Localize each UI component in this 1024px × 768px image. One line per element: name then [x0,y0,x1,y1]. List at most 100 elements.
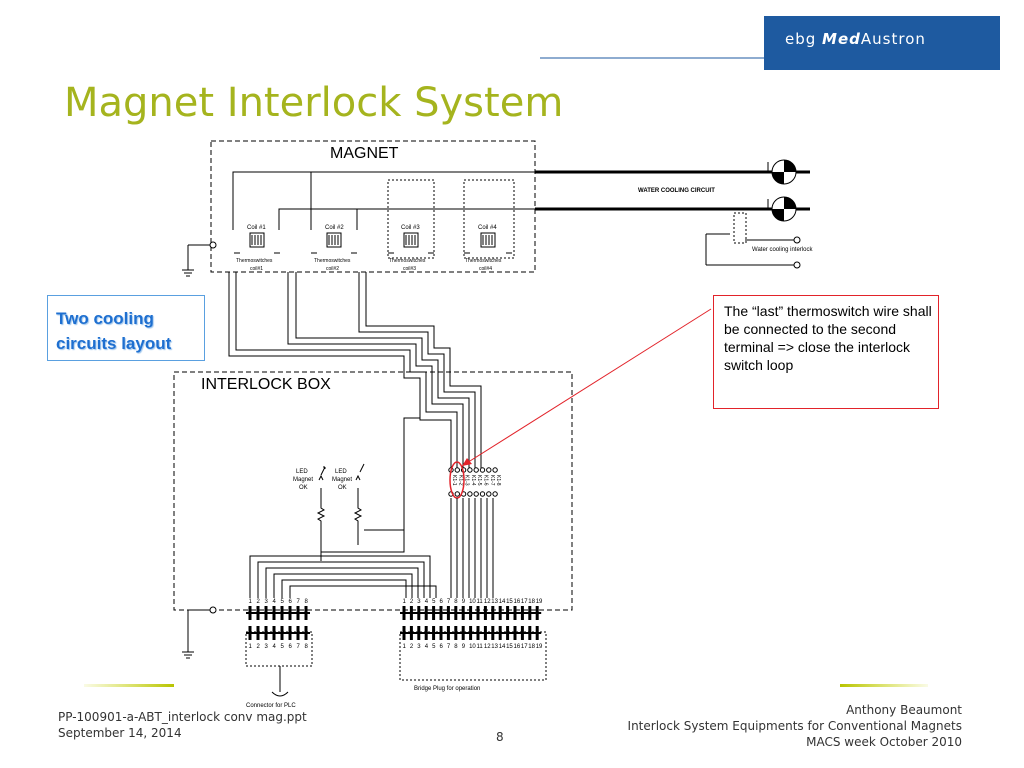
footer-author: Anthony Beaumont [846,703,962,717]
svg-text:Thermoswitches: Thermoswitches [465,258,502,264]
svg-text:12: 12 [484,644,491,650]
svg-text:4: 4 [425,644,429,650]
magnet-box [210,140,536,273]
svg-text:Coil #1: Coil #1 [247,225,266,231]
plc-pin-2: 22 [256,599,261,650]
svg-text:12: 12 [484,599,491,605]
svg-text:16: 16 [514,599,521,605]
svg-text:K1-3: K1-3 [464,475,470,486]
svg-text:coil#2: coil#2 [326,266,339,272]
coil-1: Coil #1 Thermoswitches coil#1 [236,225,273,272]
svg-text:4: 4 [273,644,277,650]
bridge-pin-6: 66 [439,599,444,650]
svg-text:LED: LED [335,469,347,475]
callout-note: The “last” thermoswitch wire shall be co… [713,295,939,409]
svg-text:13: 13 [491,644,498,650]
svg-text:K1-4: K1-4 [470,475,476,486]
logo-banner [764,16,1000,70]
svg-text:3: 3 [417,644,421,650]
svg-text:2: 2 [410,599,414,605]
plc-pin-6: 66 [288,599,293,650]
svg-text:2: 2 [257,644,261,650]
svg-text:3: 3 [417,599,421,605]
svg-text:K1-2: K1-2 [457,475,463,486]
svg-text:5: 5 [281,644,285,650]
svg-text:13: 13 [491,599,498,605]
relay-k1-7: K1-7 [486,467,495,497]
plc-pin-5: 55 [280,599,285,650]
relay-k1-8: K1-8 [492,467,501,497]
interlock-box-label: INTERLOCK BOX [201,376,331,393]
svg-text:18: 18 [528,644,535,650]
footer-subject: Interlock System Equipments for Conventi… [627,719,962,733]
bridge-pin-12: 12 12 [483,599,491,650]
svg-text:17: 17 [521,644,528,650]
bridge-pin-1: 11 [402,599,407,650]
svg-text:10: 10 [469,644,476,650]
footer-filename: PP-100901-a-ABT_interlock conv mag.ppt [58,710,307,724]
bridge-pin-9: 99 [461,599,466,650]
page-number: 8 [496,730,504,744]
svg-text:14: 14 [499,644,506,650]
svg-text:6: 6 [440,644,444,650]
coil-2: Coil #2 Thermoswitches coil#2 [314,225,351,272]
water-cooling-circuit-label: WATER COOLING CIRCUIT [638,188,715,194]
svg-text:K1-5: K1-5 [476,475,482,486]
svg-text:8: 8 [454,644,458,650]
page-title: Magnet Interlock System [64,80,564,126]
svg-text:11: 11 [477,644,484,650]
svg-text:15: 15 [506,599,513,605]
connector-bridge: 1122334455667788991010111112121313141415… [400,599,543,650]
svg-text:Magnet: Magnet [332,477,352,483]
svg-text:2: 2 [257,599,261,605]
svg-text:7: 7 [447,644,451,650]
plc-pin-1: 11 [248,599,253,650]
svg-text:9: 9 [462,644,466,650]
svg-text:Magnet: Magnet [293,477,313,483]
svg-text:K1-7: K1-7 [489,475,495,486]
plc-pin-4: 44 [272,599,277,650]
svg-text:Coil #2: Coil #2 [325,225,344,231]
bridge-plug-label: Bridge Plug for operation [414,686,480,692]
logo: ebg MedAustron [785,30,926,48]
relay-k1-5: K1-5 [473,467,482,497]
svg-text:19: 19 [536,644,543,650]
svg-text:1: 1 [249,599,253,605]
svg-text:5: 5 [432,644,436,650]
svg-text:Thermoswitches: Thermoswitches [236,258,273,264]
svg-text:Coil #3: Coil #3 [401,225,420,231]
svg-text:2: 2 [410,644,414,650]
svg-text:8: 8 [305,644,309,650]
svg-text:7: 7 [297,644,301,650]
connector-plc-label: Connector for PLC [246,703,296,709]
bridge-pin-13: 13 13 [491,599,499,650]
water-cooling-interlock-label: Water cooling interlock [752,247,813,253]
svg-text:Thermoswitches: Thermoswitches [314,258,351,264]
svg-text:K1-1: K1-1 [451,475,457,486]
svg-text:LED: LED [296,469,308,475]
svg-text:7: 7 [447,599,451,605]
svg-text:coil#3: coil#3 [403,266,416,272]
callout-pointer [461,308,712,467]
svg-text:6: 6 [289,599,293,605]
svg-text:18: 18 [528,599,535,605]
svg-text:3: 3 [265,599,269,605]
svg-text:5: 5 [432,599,436,605]
bridge-pin-7: 77 [446,599,451,650]
svg-text:8: 8 [454,599,458,605]
svg-text:Coil #4: Coil #4 [478,225,497,231]
bridge-pin-5: 55 [432,599,436,650]
svg-text:6: 6 [440,599,444,605]
bridge-pin-4: 44 [424,599,429,650]
svg-text:5: 5 [281,599,285,605]
svg-text:7: 7 [297,599,301,605]
plc-pin-8: 88 [304,599,309,650]
svg-text:OK: OK [299,485,308,491]
footer-date: September 14, 2014 [58,726,182,740]
